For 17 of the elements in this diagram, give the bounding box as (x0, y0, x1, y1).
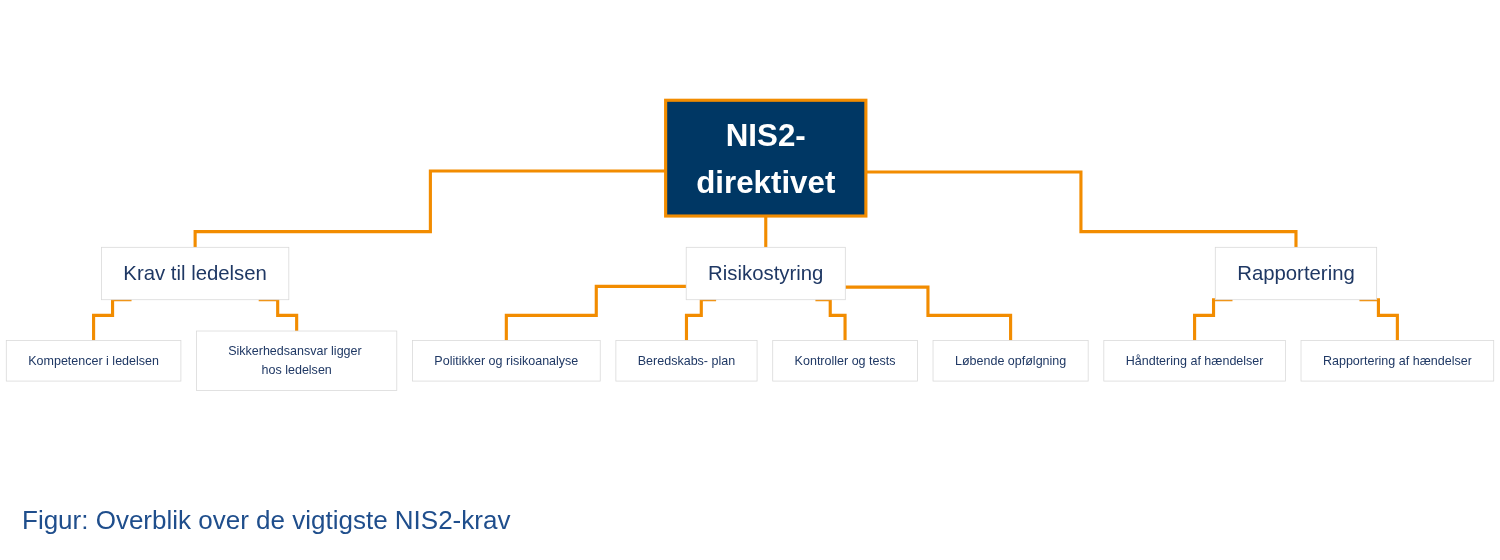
connector (1193, 297, 1233, 342)
node-box: Risikostyring (685, 246, 846, 300)
connector (504, 284, 687, 342)
node-box: Politikker og risikoanalyse (412, 339, 601, 382)
connector (845, 285, 1013, 342)
node-box: Beredskabs- plan (615, 339, 758, 382)
node-box: NIS2-direktivet (664, 98, 868, 218)
node-box: Håndtering af hændelser (1103, 339, 1286, 382)
node-box: Rapportering af hændelser (1300, 339, 1495, 382)
node-box: Rapportering (1214, 246, 1378, 300)
node-box: Kontroller og tests (772, 339, 918, 382)
node-box: Løbende opfølgning (932, 339, 1089, 382)
caption: Figur: Overblik over de vigtigste NIS2-krav (22, 505, 511, 536)
connector (1359, 297, 1399, 342)
node-box: Kompetencer i ledelsen (5, 339, 182, 382)
node-box: Sikkerhedsansvar ligger hos ledelsen (196, 330, 398, 391)
node-box: Krav til ledelsen (101, 246, 290, 300)
